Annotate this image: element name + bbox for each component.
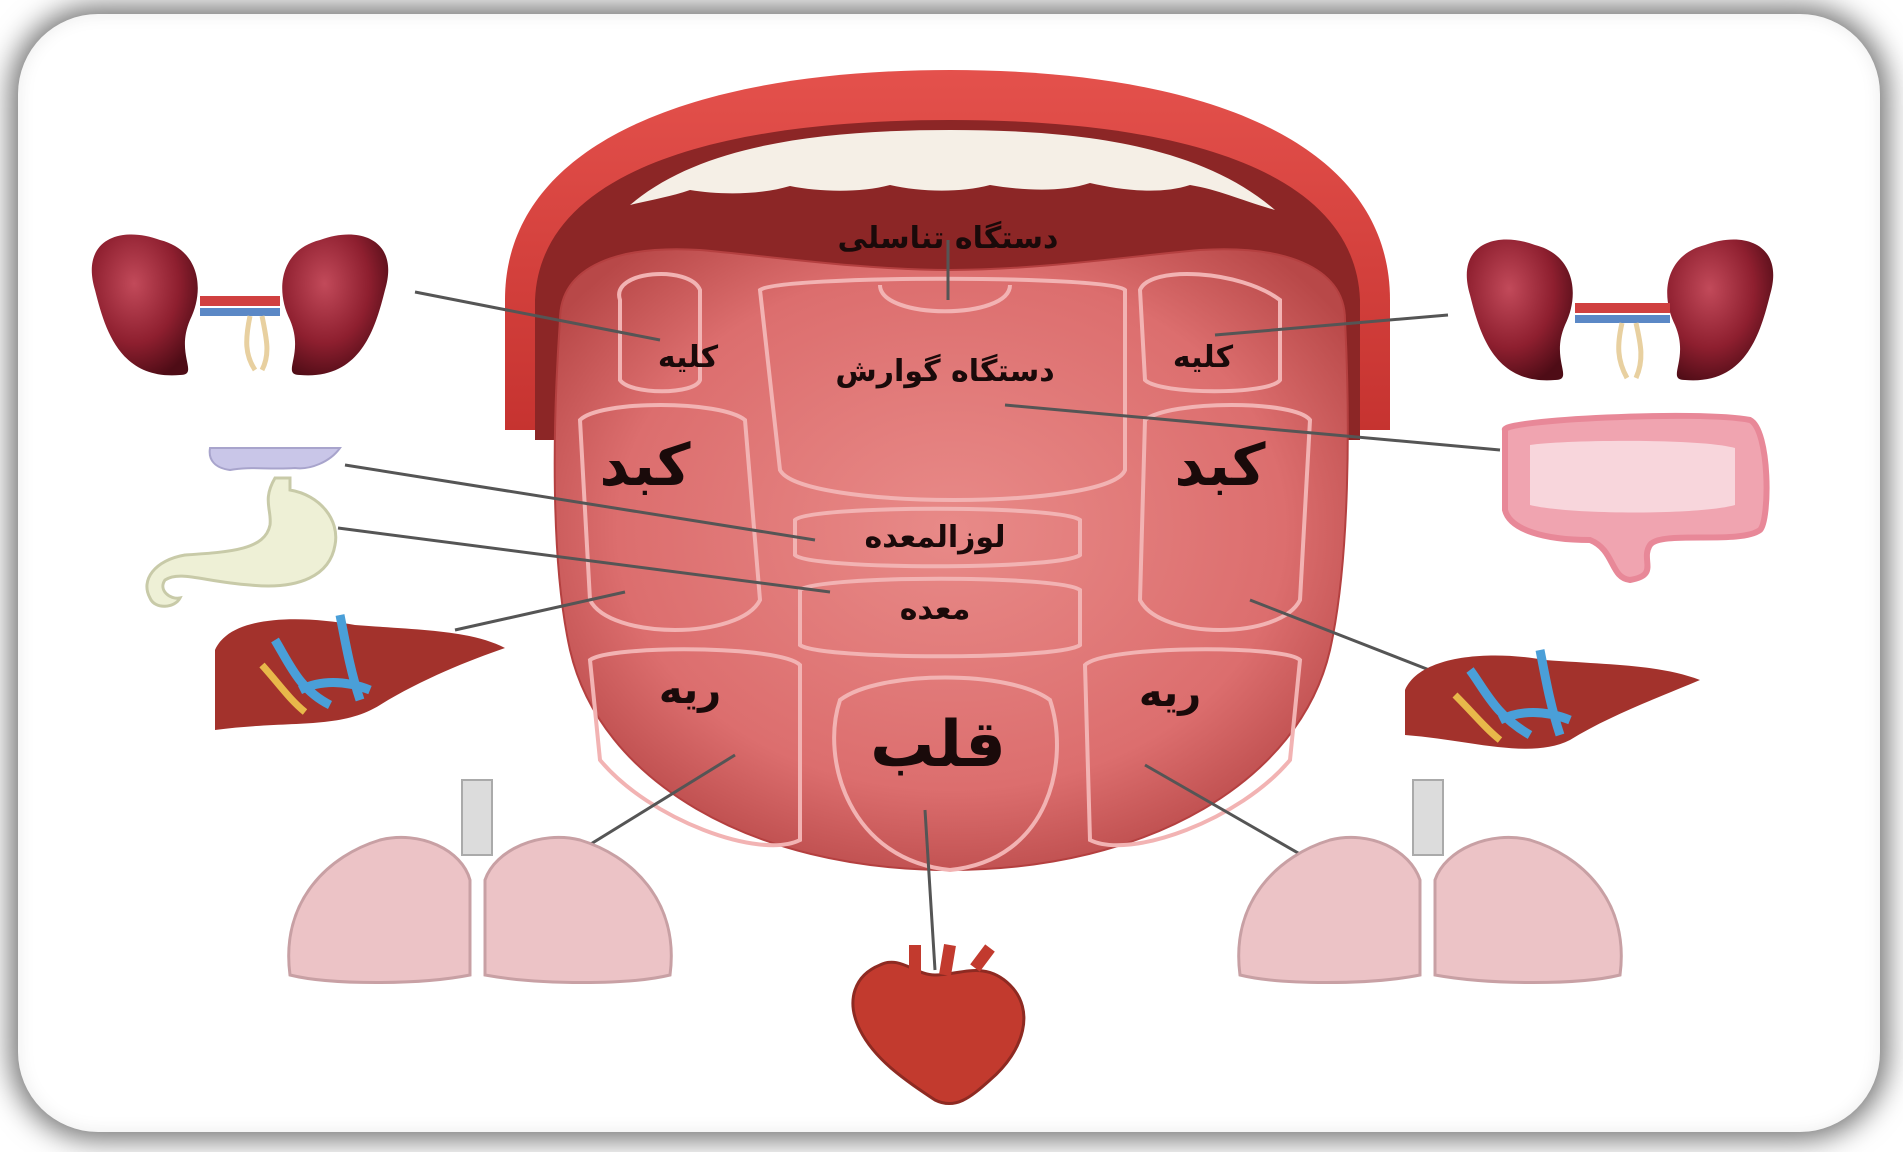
label-stomach: معده — [900, 595, 971, 625]
liver-left-illustration — [215, 615, 505, 730]
heart-illustration — [853, 945, 1024, 1104]
label-lung-left: ریه — [659, 670, 721, 710]
label-kidney-right: کلیه — [1173, 343, 1233, 373]
lungs-left-illustration — [289, 780, 672, 983]
stomach-illustration — [147, 478, 336, 606]
label-lung-right: ریه — [1139, 673, 1201, 713]
label-digestive-system: دستگاه گوارش — [835, 357, 1054, 387]
intestine-illustration — [1505, 416, 1767, 580]
label-heart: قلب — [870, 713, 1006, 777]
label-liver-right: کبد — [1175, 436, 1266, 494]
lungs-right-illustration — [1239, 780, 1622, 983]
kidney-right-illustration — [1467, 239, 1773, 380]
label-liver-left: کبد — [600, 436, 691, 494]
pancreas-illustration — [210, 448, 340, 470]
kidney-left-illustration — [92, 234, 388, 375]
label-kidney-left: کلیه — [658, 343, 718, 373]
liver-right-illustration — [1405, 650, 1700, 749]
label-reproductive-system: دستگاه تناسلی — [838, 224, 1059, 254]
label-pancreas: لوزالمعده — [865, 523, 1006, 553]
